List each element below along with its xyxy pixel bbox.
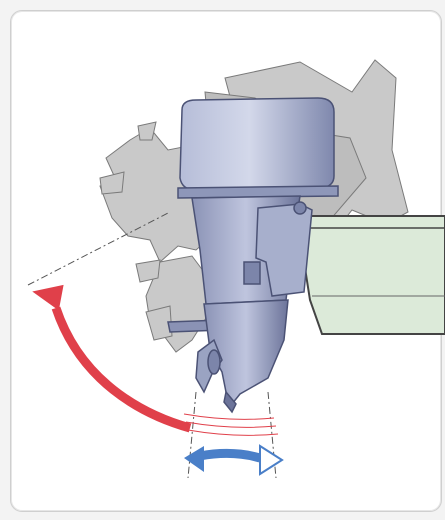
trim-range-arrow — [184, 446, 282, 474]
tilt-arrowhead — [32, 285, 68, 315]
tilt-pivot — [294, 202, 306, 214]
boat-hull — [300, 216, 445, 334]
prop-silhouette-3 — [136, 260, 160, 282]
trim-arrowhead-right — [260, 446, 282, 474]
prop-silhouette-2 — [100, 172, 124, 194]
trim-arrowhead-left — [184, 446, 204, 472]
motor-hood — [180, 98, 334, 190]
trim-arcs — [184, 414, 278, 435]
